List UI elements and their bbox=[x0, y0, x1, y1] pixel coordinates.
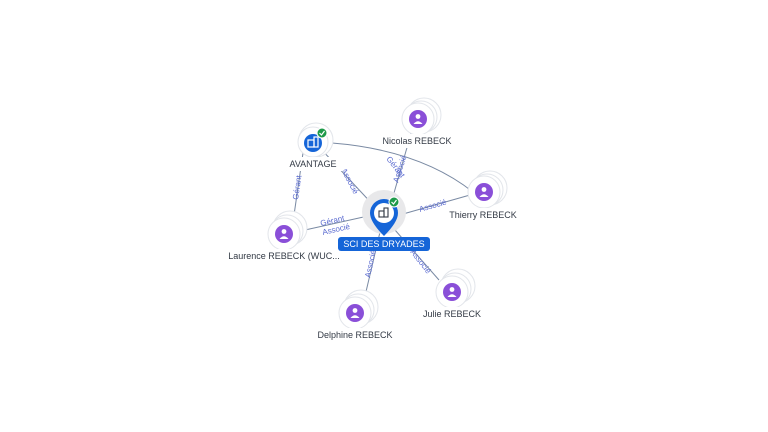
node-laurence-label-bg bbox=[222, 249, 346, 263]
verified-check-icon bbox=[316, 127, 328, 139]
edge-label-avantage-laurence: Gérant bbox=[291, 174, 303, 200]
edge-label-julie-center: Associé bbox=[408, 248, 433, 276]
person-icon bbox=[479, 187, 489, 197]
edge-label-avantage-center: Associé bbox=[339, 167, 360, 196]
node-thierry-label-bg bbox=[443, 208, 523, 222]
node-delphine-label: Delphine REBECK bbox=[317, 330, 392, 340]
person-icon bbox=[350, 308, 360, 318]
node-avantage-label-bg bbox=[281, 157, 345, 171]
node-center-label-bg bbox=[338, 237, 430, 251]
node-julie[interactable]: Julie REBECK bbox=[416, 268, 488, 321]
edge-label-delphine-center: Associé bbox=[363, 249, 378, 279]
node-center-label: SCI DES DRYADES bbox=[343, 239, 424, 249]
person-icon bbox=[447, 287, 457, 297]
node-thierry-label: Thierry REBECK bbox=[449, 210, 517, 220]
edge-thierry-center bbox=[402, 194, 471, 215]
node-nicolas-label: Nicolas REBECK bbox=[382, 136, 451, 146]
node-thierry[interactable]: Thierry REBECK bbox=[443, 170, 523, 222]
node-julie-label-bg bbox=[416, 307, 488, 321]
node-laurence[interactable]: Laurence REBECK (WUC... bbox=[222, 210, 346, 263]
node-avantage[interactable]: AVANTAGE bbox=[281, 122, 345, 171]
node-julie-label: Julie REBECK bbox=[423, 309, 481, 319]
building-icon bbox=[307, 136, 319, 148]
node-delphine[interactable]: Delphine REBECK bbox=[310, 289, 400, 342]
building-icon bbox=[378, 207, 389, 218]
person-icon bbox=[279, 229, 289, 239]
node-delphine-label-bg bbox=[310, 328, 400, 342]
verified-check-icon bbox=[388, 196, 400, 208]
person-icon bbox=[413, 114, 423, 124]
node-nicolas-label-bg bbox=[376, 134, 458, 148]
edge-laurence-center bbox=[295, 215, 369, 233]
node-laurence-label: Laurence REBECK (WUC... bbox=[228, 251, 340, 261]
node-avantage-label: AVANTAGE bbox=[289, 159, 336, 169]
edge-avantage-thierry bbox=[331, 142, 474, 193]
node-center[interactable]: SCI DES DRYADES bbox=[338, 190, 430, 251]
node-nicolas[interactable]: Nicolas REBECK bbox=[376, 97, 458, 148]
